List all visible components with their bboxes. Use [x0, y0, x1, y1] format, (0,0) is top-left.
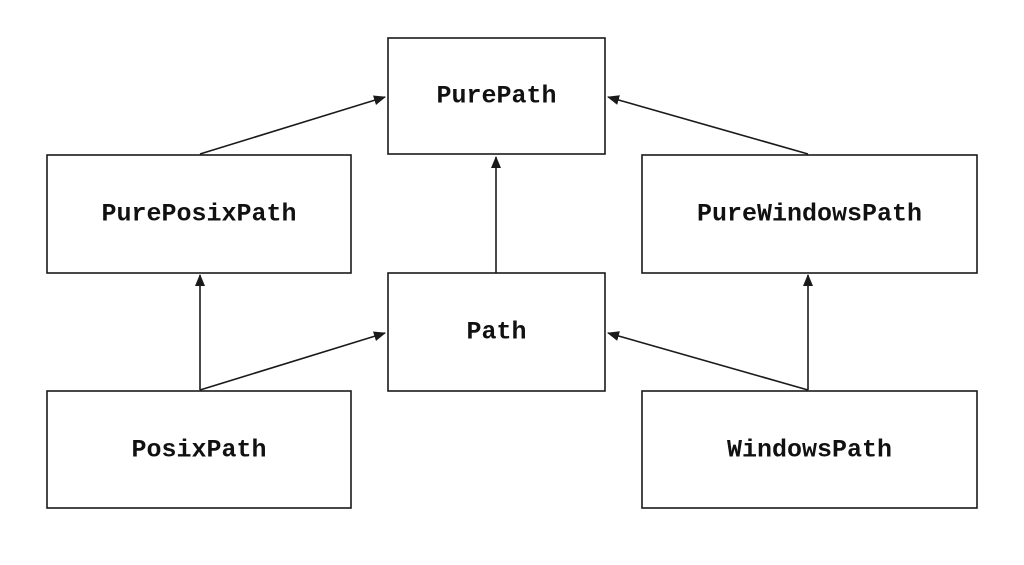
node-path-box	[387, 272, 606, 392]
node-pureposixpath-label: PurePosixPath	[101, 200, 296, 229]
node-pureposixpath: PurePosixPath	[46, 154, 352, 274]
edge-windowspath-to-path	[607, 331, 809, 391]
edge-purewindowspath-to-purepath	[607, 95, 809, 155]
node-posixpath: PosixPath	[46, 390, 352, 509]
node-windowspath-label: WindowsPath	[727, 436, 892, 465]
node-purewindowspath-box	[641, 154, 978, 274]
node-windowspath: WindowsPath	[641, 390, 978, 509]
node-pureposixpath-box	[46, 154, 352, 274]
node-path-label: Path	[466, 318, 526, 347]
node-posixpath-box	[46, 390, 352, 509]
node-purepath-box	[387, 37, 606, 155]
node-purepath: PurePath	[387, 37, 606, 155]
node-path: Path	[387, 272, 606, 392]
node-posixpath-label: PosixPath	[131, 436, 266, 465]
node-purewindowspath-label: PureWindowsPath	[697, 200, 922, 229]
edge-pureposixpath-to-purepath	[199, 95, 386, 155]
node-purepath-label: PurePath	[436, 82, 556, 111]
node-purewindowspath: PureWindowsPath	[641, 154, 978, 274]
node-windowspath-box	[641, 390, 978, 509]
edge-posixpath-to-path	[199, 331, 386, 391]
edges	[195, 95, 813, 391]
